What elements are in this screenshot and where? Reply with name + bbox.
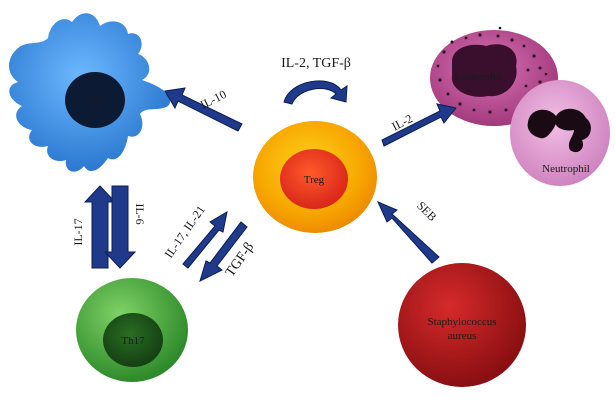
arrows (83, 80, 457, 282)
neutrophil-nucleus (527, 108, 591, 153)
treg-nucleus (280, 149, 348, 209)
th17-cell: Th17 (76, 278, 188, 382)
staph-label-line2: aureus (448, 330, 477, 342)
neutrophil-cell: Neutrophil (510, 80, 610, 186)
staph-label-line1: Staphylococcus (427, 316, 496, 328)
eosinophil-granules (436, 26, 548, 114)
arrow-treg-to-dc (164, 87, 243, 132)
arrow-treg-self-loop (283, 80, 348, 105)
eosinophil-nucleus (451, 44, 517, 97)
arrow-th17-to-dc (83, 185, 117, 269)
arrow-dc-to-th17 (103, 185, 137, 269)
arrow-th17-to-treg (182, 211, 228, 269)
label-staph-to-treg: SEB (414, 198, 439, 223)
arrow-treg-to-granulocytes (381, 103, 457, 147)
treg-label: Treg (304, 174, 325, 186)
dendritic-cell: DC (9, 13, 171, 172)
eosinophil-label: Eosinophil (454, 71, 502, 83)
th17-label: Th17 (121, 335, 145, 347)
dc-nucleus (65, 72, 125, 128)
arrow-treg-to-th17 (199, 221, 248, 282)
arrow-staph-to-treg (377, 201, 440, 264)
label-treg-to-dc: IL-10 (198, 87, 229, 112)
label-th17-to-dc: IL-17 (71, 218, 85, 245)
label-treg-self: IL-2, TGF-β (281, 56, 351, 71)
label-dc-to-th17: IL-6 (133, 203, 147, 224)
dc-label: DC (87, 95, 102, 107)
th17-nucleus (103, 313, 163, 367)
staphylococcus-aureus-cell: Staphylococcus aureus (398, 263, 526, 387)
neutrophil-label: Neutrophil (542, 163, 590, 175)
treg-cell: Treg (253, 121, 377, 233)
